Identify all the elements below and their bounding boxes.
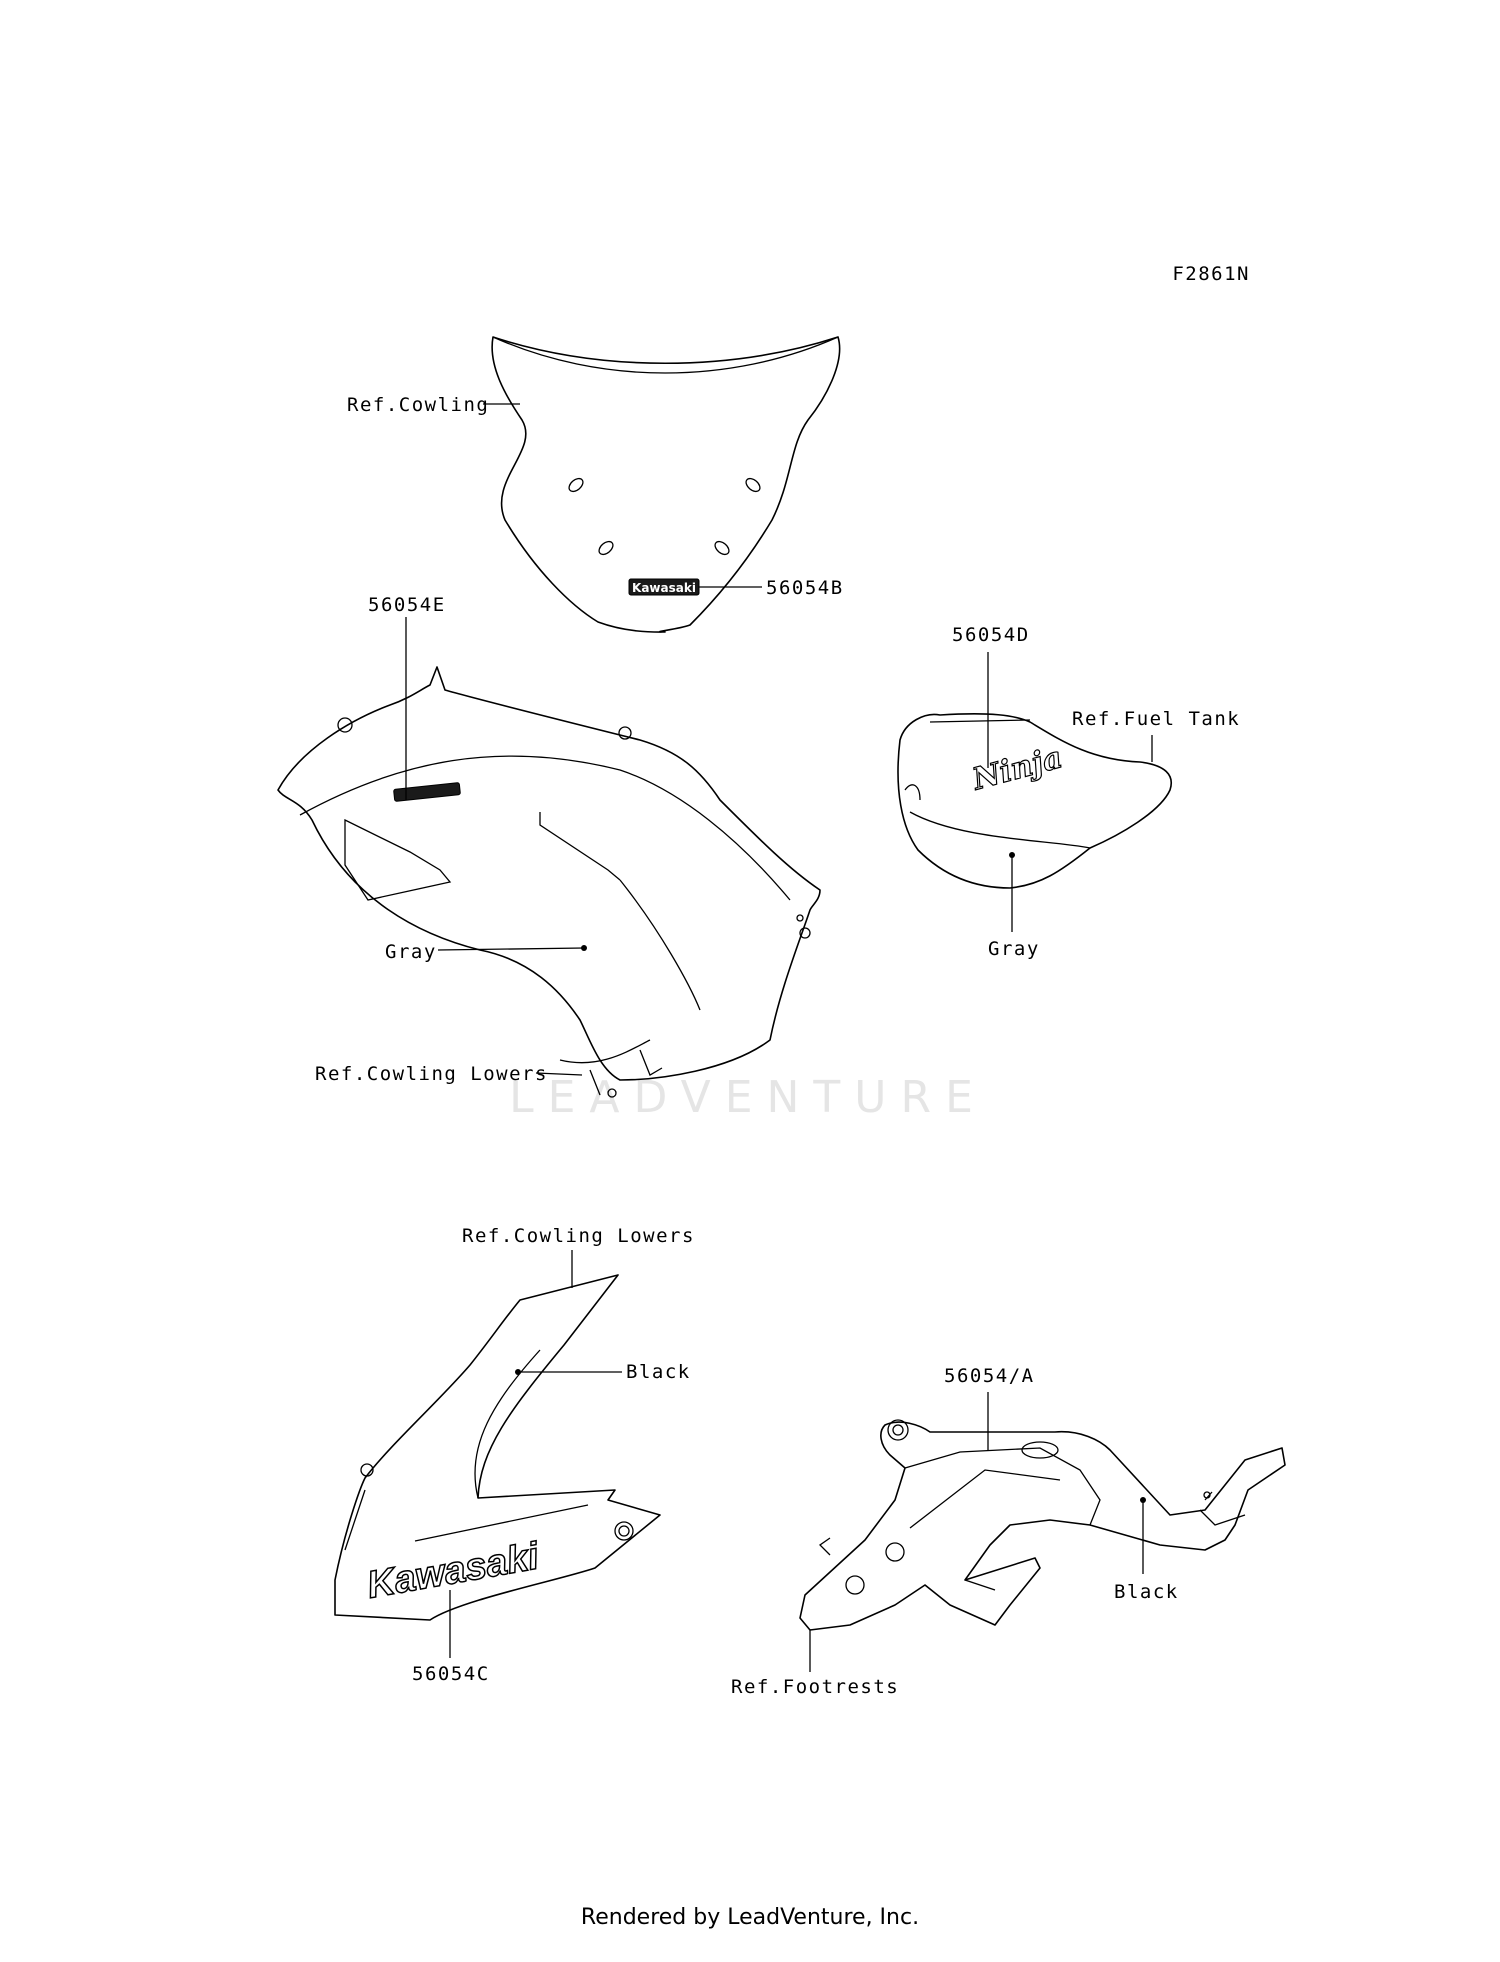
label-56054b: 56054B <box>766 577 844 599</box>
fuel-tank-part: Ninja <box>897 713 1172 889</box>
label-ref-footrests: Ref.Footrests <box>731 1676 899 1698</box>
windshield-logo-text: Kawasaki <box>632 581 696 595</box>
cowling-side-decal <box>393 782 461 802</box>
label-ref-cowling: Ref.Cowling <box>347 394 489 416</box>
label-56054d: 56054D <box>952 624 1030 646</box>
lower-cowling-part: Kawasaki <box>334 1274 661 1621</box>
figure-code: F2861N <box>1172 263 1250 285</box>
footer-credit: Rendered by LeadVenture, Inc. <box>580 1905 920 1930</box>
windshield-kawasaki-decal: Kawasaki <box>628 578 700 596</box>
windshield-part: Kawasaki <box>491 336 841 633</box>
label-black-lower: Black <box>626 1361 691 1383</box>
label-gray-tank: Gray <box>988 938 1040 960</box>
label-black-frame: Black <box>1114 1581 1179 1603</box>
label-56054c: 56054C <box>412 1663 490 1685</box>
frame-bracket-part <box>799 1419 1286 1631</box>
label-ref-fuel-tank: Ref.Fuel Tank <box>1072 708 1240 730</box>
label-56054a: 56054/A <box>944 1365 1035 1387</box>
label-ref-cowling-lowers-2: Ref.Cowling Lowers <box>462 1225 695 1247</box>
label-gray-cowling: Gray <box>385 941 437 963</box>
label-ref-cowling-lowers-1: Ref.Cowling Lowers <box>315 1063 548 1085</box>
label-56054e: 56054E <box>368 594 446 616</box>
watermark-text: LEADVENTURE <box>509 1072 987 1123</box>
side-cowling-part <box>277 666 821 1098</box>
